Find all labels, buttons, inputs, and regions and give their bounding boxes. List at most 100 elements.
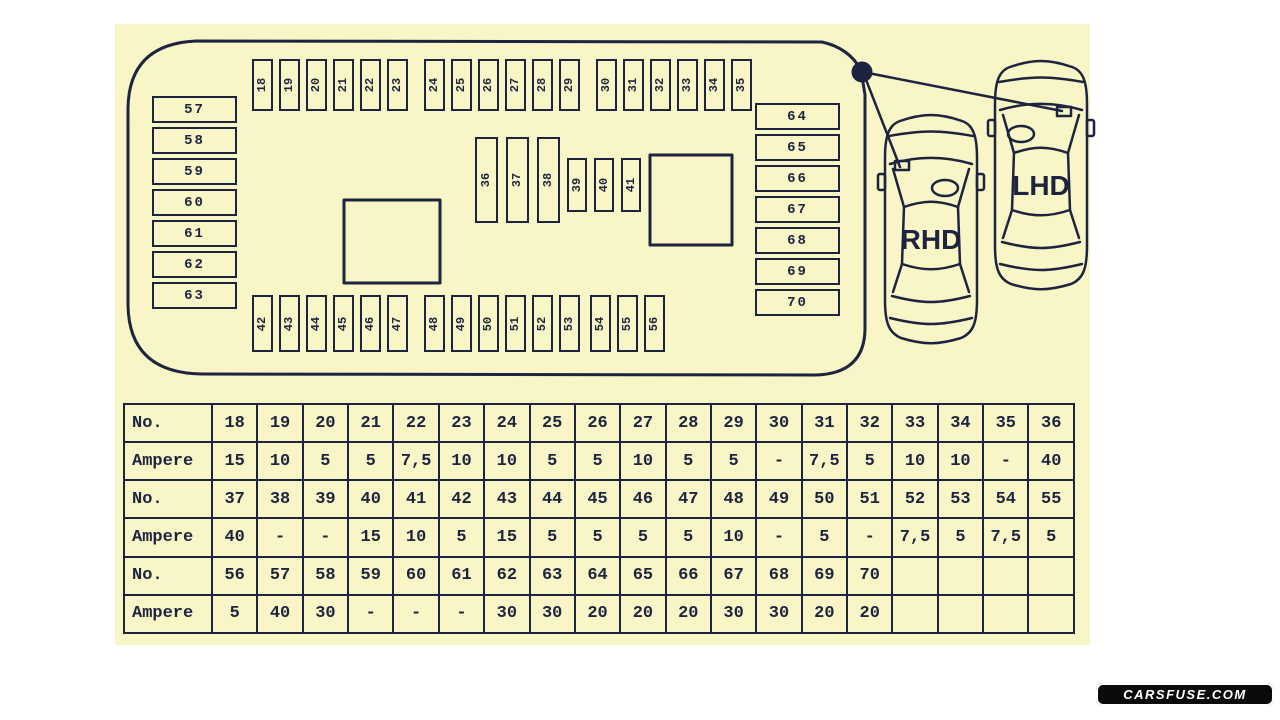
table-cell: 38 (256, 479, 304, 520)
fuse-number: 46 (363, 316, 378, 331)
fuse-37: 37 (506, 137, 529, 223)
fuse-29: 29 (559, 59, 580, 111)
fuse-35: 35 (731, 59, 752, 111)
fuse-33: 33 (677, 59, 698, 111)
table-cell: 10 (483, 441, 531, 482)
table-cell: - (256, 517, 304, 558)
fuse-number: 67 (787, 201, 808, 218)
watermark-badge: CARSFUSE.COM (1096, 683, 1274, 706)
fuse-49: 49 (451, 295, 472, 352)
table-cell: 10 (936, 441, 985, 482)
table-cell: 24 (483, 402, 531, 444)
fuse-60: 60 (152, 189, 237, 216)
table-cell: 50 (800, 479, 849, 520)
fuse-strip-54-56: 54 55 56 (590, 295, 665, 352)
table-cell: 18 (210, 402, 259, 444)
table-cell: 31 (800, 402, 849, 444)
table-cell: 5 (664, 517, 712, 558)
fuse-number: 18 (255, 77, 270, 93)
table-cell: 15 (483, 517, 531, 558)
table-cell: 5 (619, 517, 667, 558)
fuse-61: 61 (152, 220, 237, 247)
table-cell (982, 555, 1030, 596)
fuse-21: 21 (333, 59, 354, 111)
table-cell: 5 (846, 441, 894, 482)
table-cell: - (755, 441, 803, 482)
table-cell: 46 (619, 479, 667, 520)
table-cell: 40 (347, 479, 395, 520)
table-cell: 43 (483, 479, 531, 520)
table-cell: 20 (301, 402, 350, 444)
table-cell: 49 (755, 479, 803, 520)
fuse-number: 25 (454, 77, 469, 93)
table-cell: 5 (301, 441, 350, 482)
table-cell: 30 (301, 593, 350, 635)
fuse-number: 68 (787, 232, 808, 249)
table-cell: 35 (982, 402, 1030, 444)
fuse-number: 63 (184, 287, 205, 304)
fuse-48: 48 (424, 295, 445, 352)
table-cell: 66 (664, 555, 712, 596)
table-cell (891, 555, 939, 596)
table-cell: 5 (1027, 517, 1075, 558)
table-cell: 70 (846, 555, 894, 596)
fuse-28: 28 (532, 59, 553, 111)
table-cell: 58 (301, 555, 350, 596)
table-cell: 34 (936, 402, 985, 444)
fuse-43: 43 (279, 295, 300, 352)
fuse-number: 28 (535, 77, 550, 93)
fuse-number: 50 (481, 316, 496, 331)
table-cell: 68 (755, 555, 803, 596)
fuse-54: 54 (590, 295, 611, 352)
fuse-41: 41 (621, 158, 641, 212)
fuse-number: 45 (336, 316, 351, 331)
fuse-number: 54 (593, 316, 608, 331)
fuse-number: 26 (481, 77, 496, 93)
fuse-number: 40 (597, 177, 611, 193)
fuse-number: 56 (647, 316, 662, 331)
fuse-number: 60 (184, 194, 205, 211)
fuse-number: 51 (508, 316, 523, 331)
fuse-20: 20 (306, 59, 327, 111)
table-cell: 7,5 (392, 441, 440, 482)
row-label: No. (123, 402, 213, 444)
fuse-32: 32 (650, 59, 671, 111)
table-cell: 32 (846, 402, 894, 444)
table-cell: 67 (709, 555, 758, 596)
fuse-56: 56 (644, 295, 665, 352)
table-cell: 40 (1027, 441, 1075, 482)
table-cell: 33 (891, 402, 939, 444)
fuse-number: 42 (255, 316, 270, 331)
table-cell: 69 (800, 555, 849, 596)
table-cell: 55 (1027, 479, 1075, 520)
table-cell: 7,5 (800, 441, 849, 482)
table-cell: 5 (528, 517, 576, 558)
table-cell: 64 (573, 555, 622, 596)
table-cell: 20 (619, 593, 667, 635)
table-cell (891, 593, 939, 635)
fuse-63: 63 (152, 282, 237, 309)
fuse-number: 20 (309, 77, 324, 93)
table-cell: 28 (664, 402, 712, 444)
table-cell: 30 (709, 593, 758, 635)
table-cell: 44 (528, 479, 576, 520)
table-cell: 47 (664, 479, 712, 520)
fuse-55: 55 (617, 295, 638, 352)
fuse-number: 64 (787, 108, 808, 125)
fuse-number: 30 (599, 77, 614, 93)
table-cell: 20 (573, 593, 622, 635)
fuse-number: 33 (680, 77, 695, 93)
fuse-30: 30 (596, 59, 617, 111)
table-cell: 5 (528, 441, 576, 482)
table-cell: 10 (392, 517, 440, 558)
fuse-number: 48 (427, 316, 442, 331)
table-cell (936, 555, 985, 596)
table-cell: 51 (846, 479, 894, 520)
table-cell: - (982, 441, 1030, 482)
fuse-58: 58 (152, 127, 237, 154)
table-cell: 30 (528, 593, 576, 635)
